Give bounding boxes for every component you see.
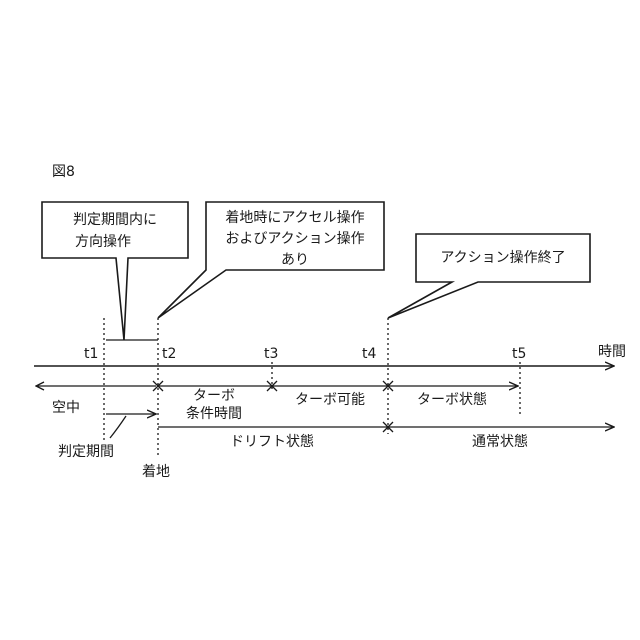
callout-accel: 着地時にアクセル操作 およびアクション操作 あり xyxy=(158,202,384,318)
callout-accel-line-2: およびアクション操作 xyxy=(225,231,364,247)
callout-accel-line-1: 着地時にアクセル操作 xyxy=(225,210,364,226)
label-normal-state: 通常状態 xyxy=(472,434,528,450)
tick-label-t3: t3 xyxy=(264,346,278,362)
axis-label: 時間 xyxy=(598,344,626,360)
label-turbo-condition-2: 条件時間 xyxy=(186,405,242,422)
callout-direction: 判定期間内に 方向操作 xyxy=(42,202,188,340)
label-turbo-state: ターボ状態 xyxy=(417,392,487,408)
tick-label-t4: t4 xyxy=(362,346,376,362)
tick-label-t5: t5 xyxy=(512,346,526,362)
label-landing: 着地 xyxy=(142,464,170,480)
label-judgment-period: 判定期間 xyxy=(58,444,114,460)
label-turbo-possible: ターボ可能 xyxy=(295,392,365,408)
callout-action-end-line-1: アクション操作終了 xyxy=(440,250,565,266)
label-turbo-condition-1: ターボ xyxy=(193,388,235,404)
callout-direction-line-2: 方向操作 xyxy=(75,234,131,250)
figure-label: 図8 xyxy=(52,164,75,180)
judgment-period-leader xyxy=(110,416,126,438)
tick-label-t2: t2 xyxy=(162,346,176,362)
label-drift-state: ドリフト状態 xyxy=(230,434,314,450)
callout-accel-line-3: あり xyxy=(281,252,309,268)
callout-action-end: アクション操作終了 xyxy=(388,234,590,318)
label-air: 空中 xyxy=(52,400,80,416)
tick-label-t1: t1 xyxy=(84,346,98,362)
callout-direction-line-1: 判定期間内に xyxy=(73,212,157,228)
